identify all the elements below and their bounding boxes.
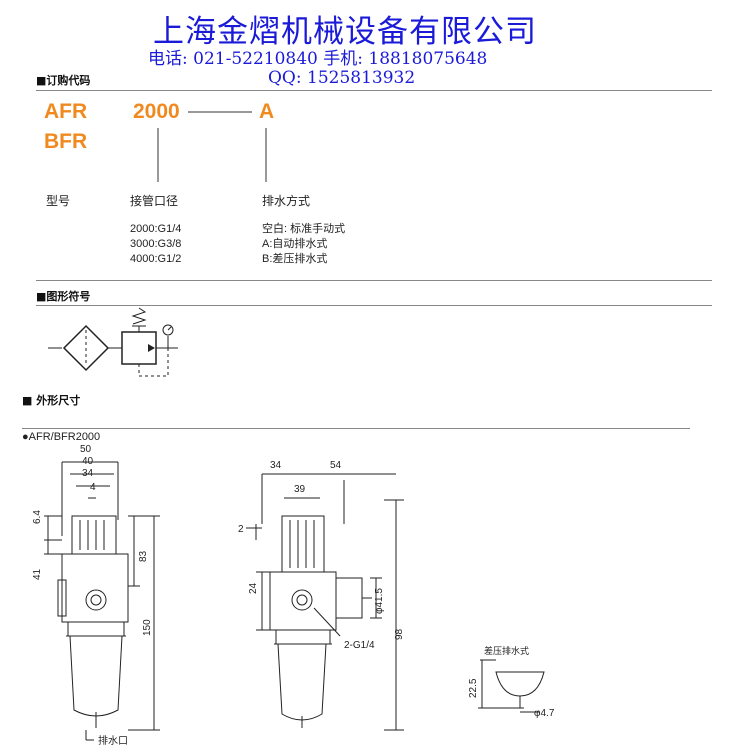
- dim-side-98: 98: [394, 628, 405, 640]
- drain-option: A:自动排水式: [262, 238, 328, 250]
- dim-side-54: 54: [330, 460, 342, 471]
- port-size-label: 接管口径: [130, 194, 179, 208]
- model-label: 型号: [46, 194, 71, 208]
- model-bfr: BFR: [44, 130, 88, 153]
- company-name: 上海金熠机械设备有限公司: [153, 14, 537, 50]
- drain-port-label: 排水口: [98, 734, 128, 747]
- port-size-annotation: 2-G1/4: [344, 640, 375, 651]
- model-diagram-title: ●AFR/BFR2000: [22, 431, 101, 443]
- drain-type-label: 排水方式: [262, 194, 311, 208]
- dim-front-83: 83: [138, 550, 149, 562]
- dimension-drawing: 50 40 34 4 6.4 41 83 150 排水口 34 54 39 2 …: [32, 444, 555, 747]
- dim-side-2: 2: [238, 524, 244, 535]
- port-option: 4000:G1/2: [130, 253, 182, 265]
- drain-option: B:差压排水式: [262, 253, 328, 265]
- dim-side-24: 24: [248, 582, 259, 594]
- drain-code: A: [259, 100, 275, 123]
- contact-phone: 电话: 021-52210840 手机: 18818075648: [148, 49, 488, 69]
- pneumatic-symbol: [48, 307, 178, 377]
- dim-front-34: 34: [82, 468, 94, 479]
- dim-side-34: 34: [270, 460, 282, 471]
- drain-detail-title: 差压排水式: [484, 645, 529, 656]
- dim-side-41-5: φ41.5: [374, 588, 385, 614]
- dim-side-39: 39: [294, 484, 306, 495]
- port-options-list: 2000:G1/4 3000:G3/8 4000:G1/2: [130, 222, 181, 267]
- port-option: 2000:G1/4: [130, 223, 182, 235]
- drain-option: 空白: 标准手动式: [262, 223, 346, 235]
- model-afr: AFR: [44, 100, 88, 123]
- symbol-section-title: ■图形符号: [36, 290, 91, 303]
- size-code: 2000: [133, 100, 180, 123]
- divider: [22, 428, 690, 429]
- divider: [36, 305, 712, 306]
- order-code-leader-lines: [157, 111, 267, 182]
- contact-qq: QQ: 1525813932: [268, 68, 416, 88]
- dim-drain-22-5: 22.5: [468, 678, 479, 698]
- port-option: 3000:G3/8: [130, 238, 182, 250]
- dim-front-50: 50: [80, 444, 92, 455]
- dim-front-41: 41: [32, 568, 43, 580]
- dim-drain-4-7: φ4.7: [534, 708, 555, 719]
- dim-front-6-4: 6.4: [32, 510, 43, 524]
- dim-front-40: 40: [82, 456, 94, 467]
- order-code-section-title: ■订购代码: [36, 74, 91, 87]
- divider: [36, 90, 712, 91]
- divider: [36, 280, 712, 281]
- drain-options-list: 空白: 标准手动式 A:自动排水式 B:差压排水式: [262, 222, 345, 267]
- dimensions-section-title: ■ 外形尺寸: [22, 394, 81, 407]
- dim-front-150: 150: [142, 619, 153, 636]
- dim-front-4: 4: [90, 482, 96, 493]
